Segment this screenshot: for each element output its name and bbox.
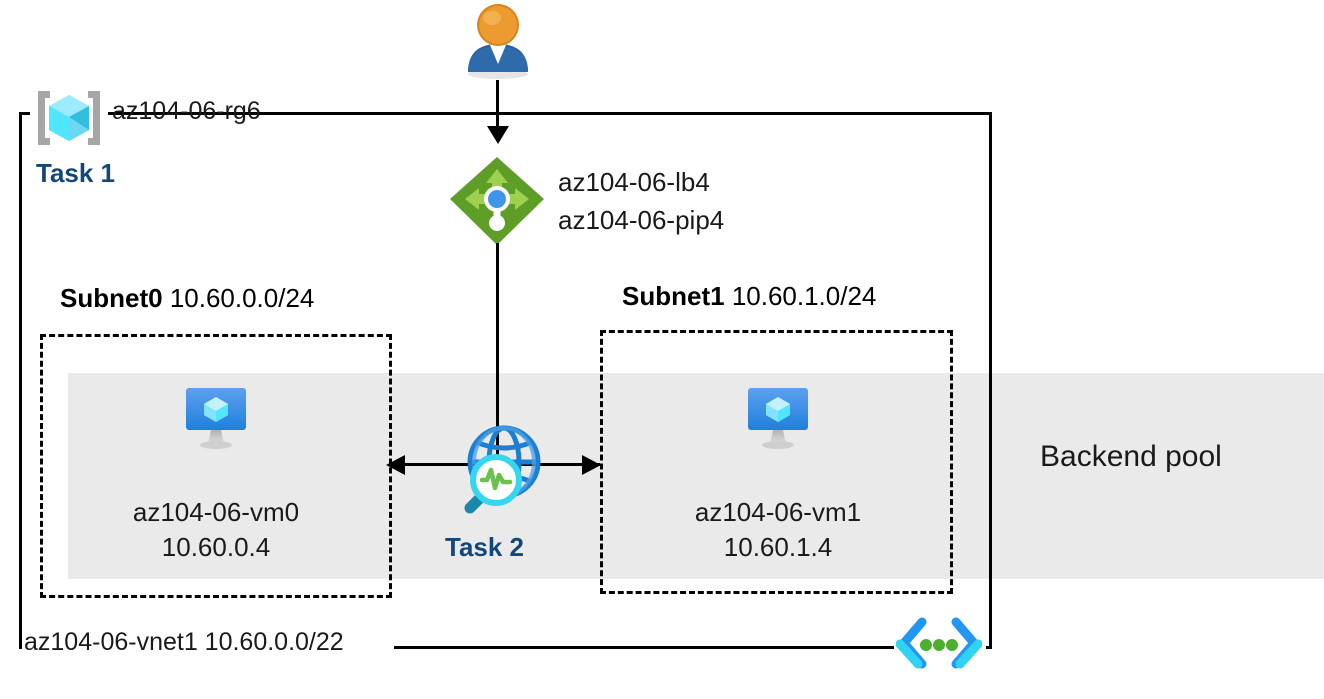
task-2-label: Task 2 [445, 532, 525, 562]
vm-0-labels: az104-06-vm0 10.60.0.4 [76, 495, 356, 565]
subnet-0-title: Subnet0 10.60.0.0/24 [60, 283, 314, 314]
subnet-1-title: Subnet1 10.60.1.0/24 [622, 281, 876, 312]
backend-pool-band [68, 373, 1324, 579]
vm-1-ip: 10.60.1.4 [723, 532, 833, 562]
connector-right-arrowhead [582, 455, 601, 475]
public-ip-name-label: az104-06-pip4 [558, 205, 725, 235]
vm-0-name: az104-06-vm0 [132, 497, 300, 527]
subnet-1-cidr: 10.60.1.0/24 [731, 281, 877, 311]
user-to-lb-arrowhead [487, 126, 509, 144]
load-balancer-icon [448, 155, 546, 247]
vm-1-name: az104-06-vm1 [694, 497, 862, 527]
vnet-name-label: az104-06-vnet1 10.60.0.0/22 [24, 628, 344, 656]
virtual-network-icon [895, 616, 983, 672]
vm-0-ip: 10.60.0.4 [161, 532, 271, 562]
vnet-boundary-box [19, 112, 992, 649]
virtual-machine-icon [180, 382, 252, 454]
subnet-0-cidr: 10.60.0.0/24 [169, 283, 315, 313]
subnet-0-name: Subnet0 [60, 283, 163, 313]
load-balancer-name-label: az104-06-lb4 [558, 167, 710, 197]
virtual-machine-icon [742, 382, 814, 454]
user-to-lb-connector [496, 80, 499, 130]
lb-to-subnet-connector [496, 243, 499, 459]
task-1-label: Task 1 [36, 158, 116, 188]
subnet-0-box [40, 334, 392, 598]
vnet-label-border-gap [22, 632, 394, 652]
vm-1-labels: az104-06-vm1 10.60.1.4 [638, 495, 918, 565]
network-watcher-globe-icon [446, 418, 550, 522]
user-icon [462, 2, 534, 80]
backend-pool-label: Backend pool [1040, 440, 1222, 473]
resource-group-cube-icon [32, 88, 106, 148]
resource-group-name-label: az104-06-rg6 [112, 97, 261, 125]
subnet-1-name: Subnet1 [622, 281, 725, 311]
subnet-1-box [600, 330, 953, 594]
load-balancer-labels: az104-06-lb4 az104-06-pip4 [558, 163, 724, 239]
